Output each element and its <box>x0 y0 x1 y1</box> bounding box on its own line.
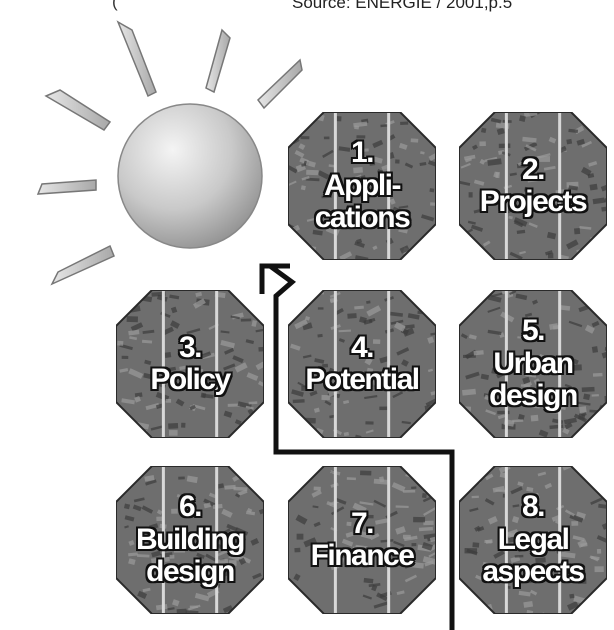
tile-label-line: Legal <box>497 522 570 556</box>
tile-potential: 4.Potential <box>288 290 436 438</box>
path-arrow-icon <box>268 263 455 630</box>
tile-label-line: 1. <box>350 136 375 170</box>
tile-projects: 2.Projects <box>459 112 607 260</box>
tile-finance: 7.Finance <box>288 466 436 614</box>
sun-ray-icon <box>50 244 115 286</box>
tile-label-line: 6. <box>178 490 203 524</box>
tile-label-line: Potential <box>305 363 420 396</box>
tile-label-line: 3. <box>178 330 203 364</box>
tile-label-line: Appli- <box>324 168 401 202</box>
tile-applications: 1.Appli-cations <box>288 112 436 260</box>
sun-ray-icon <box>257 58 303 110</box>
tile-label-line: Projects <box>479 185 588 218</box>
tile-label-line: 7. <box>350 506 375 540</box>
tile-label-line: 8. <box>521 490 546 524</box>
sun-rays <box>36 20 303 286</box>
tile-label: 2.Projects <box>459 112 607 260</box>
tile-label-line: cations <box>314 201 411 235</box>
tile-label-line: 5. <box>521 314 546 348</box>
sun-icon <box>117 103 263 249</box>
tile-label-line: 2. <box>521 152 546 186</box>
sun-ray-icon <box>36 179 97 195</box>
left-bracket-mark: ( <box>112 0 118 11</box>
tile-label-line: Building <box>136 522 245 556</box>
tile-label-line: aspects <box>482 555 585 589</box>
sun-ray-icon <box>205 28 231 94</box>
tile-label-line: Urban <box>493 346 574 380</box>
tile-label-line: design <box>489 379 578 413</box>
tile-label-line: design <box>146 555 235 589</box>
sun-ray-icon <box>116 20 157 98</box>
path-arrow-head <box>259 263 290 294</box>
tile-label-line: Policy <box>150 363 231 396</box>
tile-label-line: 4. <box>350 330 375 364</box>
source-caption: Source: ENERGIE / 2001,p.5 <box>292 0 513 12</box>
tile-policy: 3.Policy <box>116 290 264 438</box>
tile-label: 4.Potential <box>288 290 436 438</box>
sun-ray-icon <box>44 89 112 131</box>
tile-label: 7.Finance <box>288 466 436 614</box>
tile-label-line: Finance <box>310 539 415 572</box>
tile-label: 3.Policy <box>116 290 264 438</box>
tile-label: 1.Appli-cations <box>288 112 436 260</box>
